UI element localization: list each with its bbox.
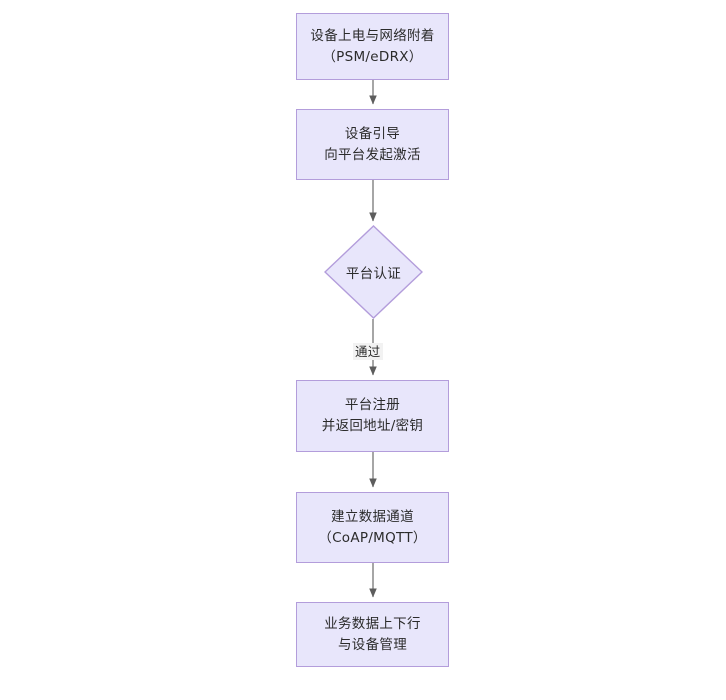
flow-node-platform-register[interactable]: 平台注册 并返回地址/密钥 — [296, 380, 449, 452]
node-text-line: 业务数据上下行 — [324, 615, 421, 632]
node-text-line: （PSM/eDRX） — [322, 48, 423, 65]
flow-node-platform-auth-decision[interactable]: 平台认证 — [324, 225, 423, 319]
flow-node-business-data-and-device-management[interactable]: 业务数据上下行 与设备管理 — [296, 602, 449, 667]
edge-label-pass: 通过 — [353, 343, 383, 360]
flow-node-establish-data-channel[interactable]: 建立数据通道 （CoAP/MQTT） — [296, 492, 449, 563]
node-text-line: 并返回地址/密钥 — [321, 418, 424, 434]
flow-node-device-power-on[interactable]: 设备上电与网络附着 （PSM/eDRX） — [296, 13, 449, 80]
node-text-line: 平台认证 — [345, 266, 402, 282]
diamond-shape — [324, 225, 423, 319]
node-text-line: 设备上电与网络附着 — [310, 27, 435, 44]
node-text-line: 向平台发起激活 — [324, 146, 421, 163]
node-text-line: （CoAP/MQTT） — [318, 529, 427, 546]
node-text-line: 建立数据通道 — [331, 508, 414, 525]
node-text-line: 平台注册 — [344, 397, 401, 414]
flow-node-device-bootstrap[interactable]: 设备引导 向平台发起激活 — [296, 109, 449, 180]
node-text-line: 设备引导 — [344, 125, 401, 142]
node-text-line: 与设备管理 — [338, 636, 407, 653]
